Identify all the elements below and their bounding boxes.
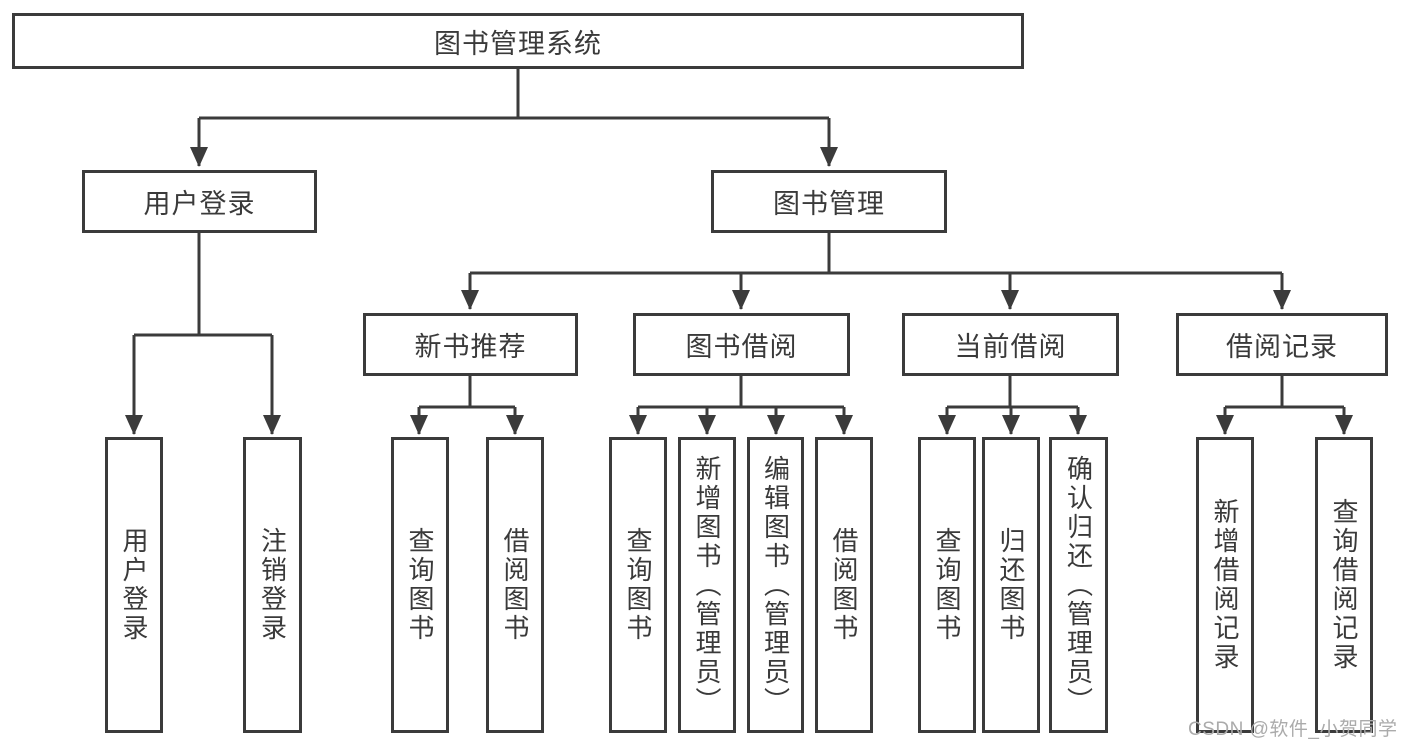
leaf-current-query-books: 查询图书 <box>918 437 976 733</box>
leaf-borrow-edit-books-admin: 编辑图书（管理员） <box>747 437 804 733</box>
leaf-current-confirm-return-admin: 确认归还（管理员） <box>1049 437 1108 733</box>
node-current-borrow: 当前借阅 <box>902 313 1119 376</box>
leaf-user-login: 用户登录 <box>105 437 163 733</box>
node-root-system: 图书管理系统 <box>12 13 1024 69</box>
leaf-recommend-borrow-books: 借阅图书 <box>486 437 544 733</box>
leaf-recommend-query-books: 查询图书 <box>391 437 449 733</box>
leaf-borrow-borrow-books: 借阅图书 <box>815 437 873 733</box>
leaf-record-add-borrow-record: 新增借阅记录 <box>1196 437 1254 733</box>
leaf-borrow-query-books: 查询图书 <box>609 437 667 733</box>
node-new-book-recommend: 新书推荐 <box>363 313 578 376</box>
node-book-management: 图书管理 <box>711 170 947 233</box>
leaf-record-query-borrow-record: 查询借阅记录 <box>1315 437 1373 733</box>
node-borrow-record: 借阅记录 <box>1176 313 1388 376</box>
leaf-logout: 注销登录 <box>243 437 302 733</box>
node-user-login: 用户登录 <box>82 170 317 233</box>
csdn-watermark: CSDN @软件_小贺同学 <box>1188 719 1398 740</box>
node-book-borrow: 图书借阅 <box>633 313 850 376</box>
leaf-borrow-add-books-admin: 新增图书（管理员） <box>678 437 736 733</box>
leaf-current-return-books: 归还图书 <box>982 437 1040 733</box>
